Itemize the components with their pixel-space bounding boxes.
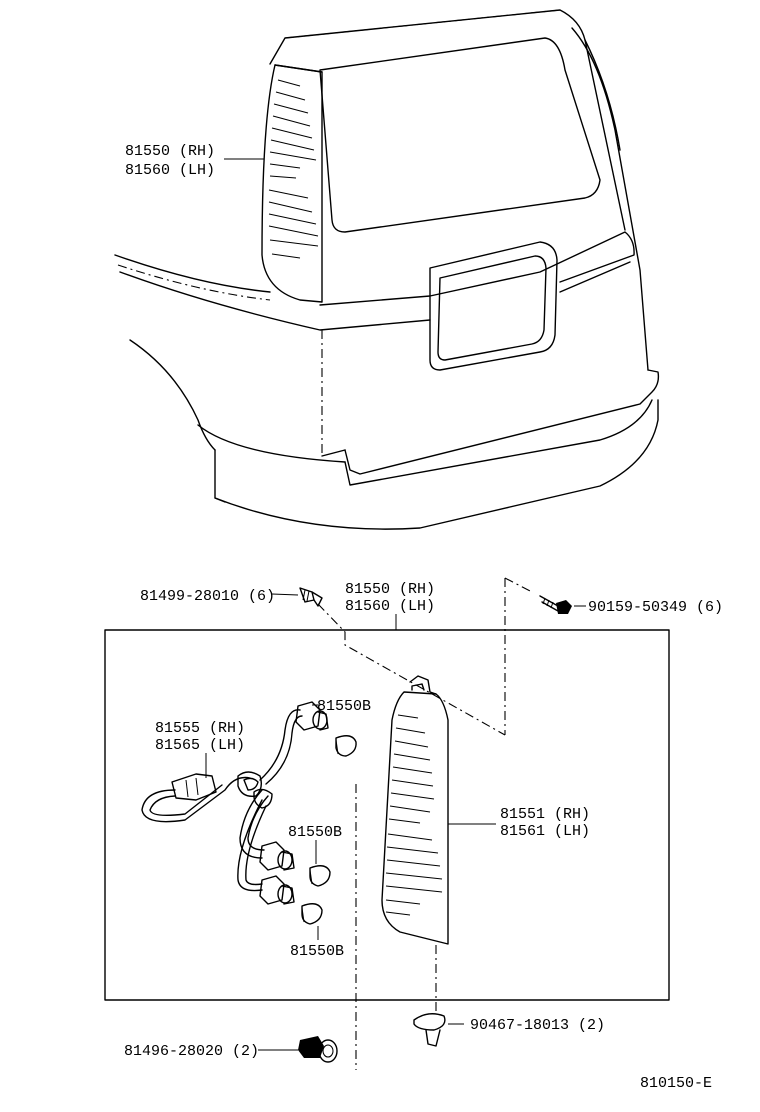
- bolt-part-label: 90159-50349 (6): [588, 599, 723, 616]
- bulb-top-label: 81550B: [317, 698, 371, 715]
- lens-assembly: [381, 675, 449, 945]
- socket-icon: [259, 875, 295, 905]
- bolt-icon: [539, 595, 572, 614]
- clip-part-label: 90467-18013 (2): [470, 1017, 605, 1034]
- bulb-icon: [301, 903, 323, 925]
- socket-icon: [259, 841, 295, 871]
- assy-rh-label: 81550 (RH): [345, 581, 435, 598]
- bulb-mid-label: 81550B: [288, 824, 342, 841]
- plug-icon: [298, 1036, 338, 1063]
- plug-part-label: 81496-28020 (2): [124, 1043, 259, 1060]
- lens-lh-label: 81561 (LH): [500, 823, 590, 840]
- socket-icon: [295, 701, 329, 731]
- body-lamp-hatching: [268, 79, 319, 259]
- bulb-icon: [335, 735, 357, 757]
- socket-lh-label: 81565 (LH): [155, 737, 245, 754]
- bulb-bottom-label: 81550B: [290, 943, 344, 960]
- connector-icon: [171, 773, 217, 801]
- clip-icon: [413, 1013, 446, 1047]
- lens-rh-label: 81551 (RH): [500, 806, 590, 823]
- screw-icon: [299, 587, 323, 607]
- top-lamp-rh-label: 81550 (RH): [125, 143, 215, 160]
- lens-hatching: [385, 714, 443, 916]
- assy-lh-label: 81560 (LH): [345, 598, 435, 615]
- screw-part-label: 81499-28010 (6): [140, 588, 275, 605]
- assembly-frame: [104, 629, 670, 1001]
- top-lamp-lh-label: 81560 (LH): [125, 162, 215, 179]
- figure-code: 810150-E: [640, 1075, 712, 1092]
- vehicle-rear-illustration: [114, 9, 660, 530]
- bulb-icon: [309, 865, 331, 887]
- socket-rh-label: 81555 (RH): [155, 720, 245, 737]
- socket-harness: [141, 709, 303, 892]
